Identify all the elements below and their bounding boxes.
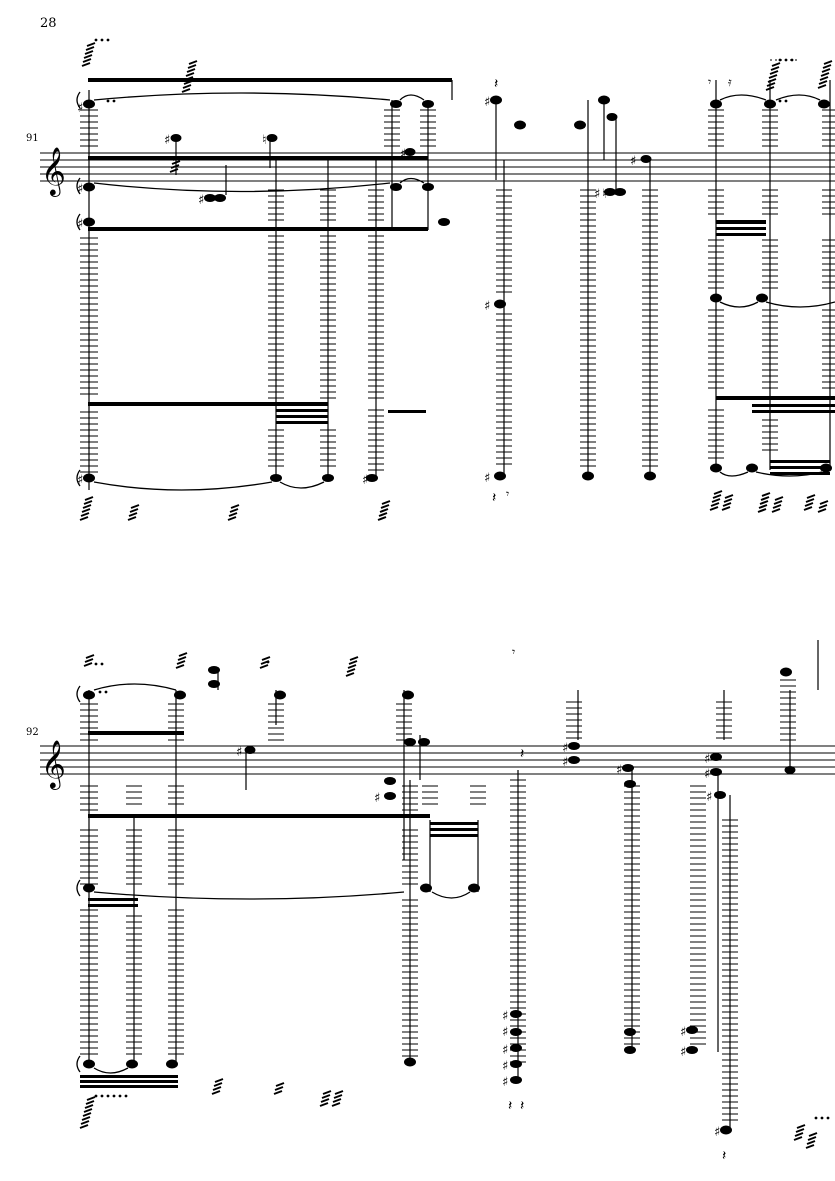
sharp-icon: ♯ [616, 763, 622, 778]
dotted-extensions-system-1 [94, 38, 794, 103]
sharp-icon: ♯ [704, 767, 710, 782]
rest-icon: 𝄾 [512, 645, 515, 659]
treble-clef-icon: 𝄞 [41, 739, 66, 790]
rest-icon: 𝄾 [506, 487, 509, 501]
sharp-icon: ♯ [562, 755, 568, 770]
staff-system-2 [40, 745, 835, 775]
measure-number-91: 91 [26, 133, 39, 144]
rest-icon: 𝄽 [494, 76, 498, 92]
beams-system-1 [88, 78, 835, 475]
sharp-icon: ♯ [484, 95, 490, 110]
sharp-icon: ♯ [704, 752, 710, 767]
sharp-icon: ♯ [502, 1025, 508, 1040]
sharp-icon: ♯ [562, 741, 568, 756]
ties-system-2 [76, 683, 471, 1074]
rest-icon: 𝄽 [492, 490, 496, 506]
rest-icon: 𝄽 [722, 1148, 726, 1164]
natural-icon: ♮ [602, 187, 607, 202]
sharp-icon: ♯ [714, 1125, 720, 1140]
sharp-icon: ♯ [502, 1009, 508, 1024]
sharp-icon: ♯ [502, 1075, 508, 1090]
ledger-lines-system-1 [80, 109, 835, 473]
sharp-icon: ♯ [484, 471, 490, 486]
sharp-icon: ♯ [484, 299, 490, 314]
sharp-icon: ♯ [77, 473, 83, 488]
sharp-icon: ♯ [594, 187, 600, 202]
rests-system-2: 𝄾 𝄽 𝄽 𝄽 𝄽 [508, 645, 726, 1164]
sharp-icon: ♯ [706, 790, 712, 805]
sharp-icon: ♯ [198, 193, 204, 208]
rest-icon: 𝄾 [708, 75, 711, 89]
sharp-icon: ♯ [680, 1045, 686, 1060]
rest-icon: 𝄿 [728, 75, 732, 89]
sharp-icon: ♯ [400, 147, 406, 162]
dotted-extensions-system-2 [94, 660, 830, 1120]
ties-system-1 [76, 91, 835, 491]
ledger-lines-system-2 [80, 679, 796, 1121]
sharp-icon: ♯ [680, 1025, 686, 1040]
sharp-icon: ♯ [502, 1059, 508, 1074]
tremolo-marks-system-2 [79, 652, 818, 1149]
rest-icon: 𝄽 [520, 1098, 524, 1114]
page-number: 28 [40, 16, 57, 31]
sharp-icon: ♯ [77, 217, 83, 232]
sharp-icon: ♯ [164, 133, 170, 148]
sharp-icon: ♯ [502, 1043, 508, 1058]
stems-system-2 [88, 640, 819, 1130]
sharp-icon: ♯ [374, 791, 380, 806]
rest-icon: 𝄽 [508, 1098, 512, 1114]
rests-system-1: 𝄽 𝄽 𝄾 𝄾 𝄿 [492, 75, 732, 506]
treble-clef-icon: 𝄞 [41, 146, 66, 197]
rest-icon: 𝄽 [520, 746, 524, 762]
sharp-icon: ♯ [77, 101, 83, 116]
natural-icon: ♮ [262, 133, 267, 148]
noteheads-system-1 [83, 95, 832, 483]
measure-number-92: 92 [26, 727, 39, 738]
accidentals-system-1: ♯ ♯ ♯ ♯ ♯ ♯ ♮ ♯ ♯ ♯ ♯ ♯ ♯ ♮ ♯ [77, 95, 636, 488]
sharp-icon: ♯ [362, 473, 368, 488]
sharp-icon: ♯ [630, 154, 636, 169]
beams-system-2 [80, 731, 478, 1088]
noteheads-system-2 [83, 666, 796, 1135]
sharp-icon: ♯ [236, 745, 242, 760]
tremolo-marks-system-1 [79, 42, 833, 521]
sharp-icon: ♯ [77, 182, 83, 197]
accidentals-system-2: ♯ ♯ ♯ ♯ ♯ ♯ ♯ ♯ ♯ ♯ ♯ ♯ ♯ ♯ ♯ ♯ [236, 741, 720, 1140]
